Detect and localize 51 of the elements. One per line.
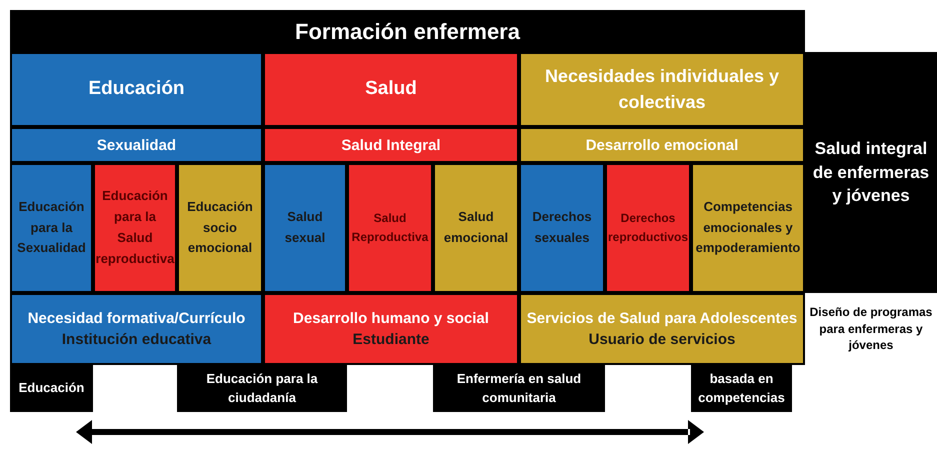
category-cell [805,52,937,293]
category-cell [10,163,93,293]
category-cell [263,293,519,365]
cell-text: Salud integral de enfermeras y jóvenes [812,138,930,208]
category-cell [433,163,519,293]
category-cell [691,163,805,293]
cell-text: Desarrollo humano y social [293,309,489,329]
cell-text: Estudiante [352,330,430,350]
cell-text: Necesidad formativa/Currículo [28,309,246,329]
cell-text: Educación socio emocional [186,198,254,258]
cell-text: Servicios de Salud para Adolescentes [526,309,798,329]
category-cell [263,52,519,127]
cell-text: Usuario de servicios [588,330,736,350]
cell-text: basada en competencias [697,370,786,407]
cell-text: Sexualidad [96,136,176,156]
cell-text: Salud sexual [284,208,326,247]
category-cell [10,293,263,365]
cell-text: Desarrollo emocional [586,136,738,156]
category-cell [605,163,691,293]
category-cell [347,163,433,293]
cell-text: Salud [365,77,417,102]
cell-text: Salud emocional [442,208,510,247]
cell-text: Educación [88,77,185,102]
cell-text: Educación para la Sexualidad [16,198,87,258]
category-cell [519,127,805,163]
label-box [433,365,605,412]
cell-text: Educación para la ciudadanía [205,370,319,406]
category-cell [263,163,347,293]
title-bar: Formación enfermera [10,10,805,52]
category-cell [10,127,263,163]
category-cell [177,163,263,293]
category-cell [519,163,605,293]
label-box [691,365,792,412]
label-box [177,365,347,412]
cell-text: Competencias emocionales y empoderamiento [696,198,800,258]
cell-text: Enfermería en salud comunitaria [456,370,582,406]
label-box [10,365,93,412]
category-cell [10,52,263,127]
category-cell [519,52,805,127]
cell-text: Salud Reproductiva [352,210,428,246]
cell-text: Necesidades individuales y colectivas [544,65,780,114]
cell-text: Institución educativa [62,330,212,350]
cell-text: Educación para la Salud reproductiva [96,187,174,268]
cell-text: Educación [18,379,84,398]
cell-text: Derechos sexuales [531,208,593,247]
category-cell [519,293,805,365]
category-cell [93,163,177,293]
cell-text: Salud Integral [341,136,441,156]
cell-text: Diseño de programas para enfermeras y jóvenes [809,304,933,354]
cell-text: Derechos reproductivos [608,210,688,246]
category-cell [263,127,519,163]
